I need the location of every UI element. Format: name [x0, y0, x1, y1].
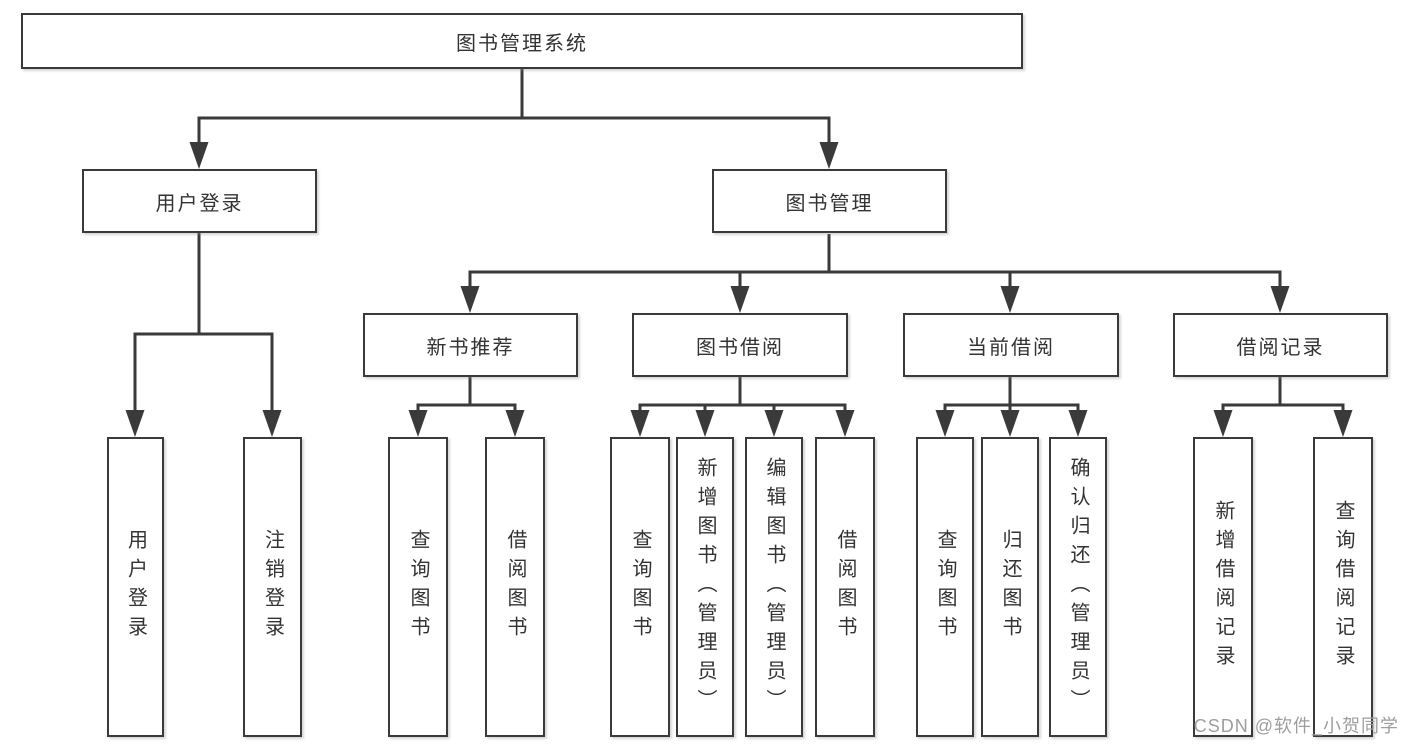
node-book-borrow: 图书借阅 [632, 313, 848, 377]
leaf-records-add-record: 新增借阅记录 [1193, 437, 1253, 737]
leaf-current-confirm-return-admin-label: 确认归还（管理员） [1067, 456, 1089, 718]
leaf-user-login-label: 用户登录 [124, 529, 147, 645]
leaf-borrow-edit-book-admin: 编辑图书（管理员） [745, 437, 803, 737]
leaf-current-confirm-return-admin: 确认归还（管理员） [1049, 437, 1107, 737]
leaf-records-query-record: 查询借阅记录 [1313, 437, 1373, 737]
leaf-borrow-query-book: 查询图书 [610, 437, 670, 737]
leaf-borrow-borrow-book: 借阅图书 [815, 437, 875, 737]
csdn-watermark: CSDN @软件_小贺同学 [1193, 716, 1399, 736]
node-new-book-recommend: 新书推荐 [363, 313, 578, 377]
leaf-current-return-book: 归还图书 [981, 437, 1039, 737]
leaf-logout: 注销登录 [243, 437, 302, 737]
leaf-current-return-book-label: 归还图书 [999, 529, 1021, 645]
leaf-borrow-add-book-admin-label: 新增图书（管理员） [694, 456, 716, 718]
leaf-recommend-query-book-label: 查询图书 [407, 529, 429, 645]
leaf-borrow-add-book-admin: 新增图书（管理员） [676, 437, 734, 737]
node-library-system: 图书管理系统 [21, 13, 1023, 69]
node-user-login: 用户登录 [82, 169, 317, 233]
node-book-borrow-label: 图书借阅 [696, 336, 784, 359]
node-library-system-label: 图书管理系统 [456, 32, 588, 55]
node-book-management-label: 图书管理 [785, 192, 874, 215]
leaf-recommend-borrow-book: 借阅图书 [485, 437, 545, 737]
leaf-recommend-query-book: 查询图书 [388, 437, 448, 737]
leaf-current-query-book: 查询图书 [916, 437, 974, 737]
node-new-book-recommend-label: 新书推荐 [426, 336, 515, 359]
leaf-logout-label: 注销登录 [261, 529, 284, 645]
leaf-records-add-record-label: 新增借阅记录 [1212, 500, 1234, 674]
node-borrow-records: 借阅记录 [1173, 313, 1388, 377]
leaf-borrow-edit-book-admin-label: 编辑图书（管理员） [763, 456, 785, 718]
leaf-borrow-query-book-label: 查询图书 [629, 529, 651, 645]
node-current-borrow-label: 当前借阅 [967, 336, 1055, 359]
node-book-management: 图书管理 [712, 169, 947, 233]
leaf-user-login: 用户登录 [107, 437, 164, 737]
node-current-borrow: 当前借阅 [903, 313, 1119, 377]
leaf-records-query-record-label: 查询借阅记录 [1332, 500, 1354, 674]
leaf-borrow-borrow-book-label: 借阅图书 [834, 529, 856, 645]
leaf-current-query-book-label: 查询图书 [934, 529, 956, 645]
node-user-login-label: 用户登录 [155, 192, 244, 215]
node-borrow-records-label: 借阅记录 [1236, 336, 1325, 359]
leaf-recommend-borrow-book-label: 借阅图书 [504, 529, 526, 645]
